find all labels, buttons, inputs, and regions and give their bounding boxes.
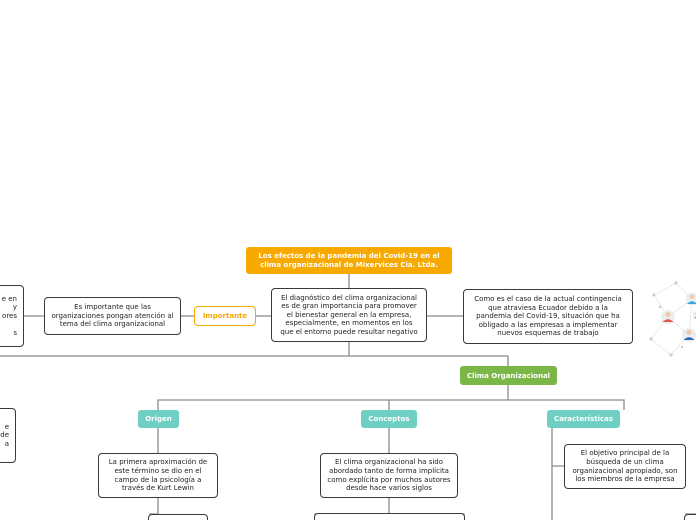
conceptos-node-text: El clima organizacional ha sido abordado… [327, 458, 451, 493]
origen-node[interactable]: La primera aproximación de este término … [98, 453, 218, 498]
right-node[interactable]: Como es el caso de la actual contingenci… [463, 289, 633, 344]
central-topic-label: Los efectos de la pandemia del Covid-19 … [258, 251, 440, 269]
clima-label: Clima Organizacional [466, 371, 551, 380]
caracteristicas-node-text: El objetivo principal de la búsqueda de … [572, 449, 678, 484]
clima-organizacional-tag[interactable]: Clima Organizacional [460, 366, 557, 385]
caracteristicas-tag[interactable]: Características [547, 410, 620, 428]
importante-node-text: Es importante que las organizaciones pon… [51, 303, 174, 329]
central-topic[interactable]: Los efectos de la pandemia del Covid-19 … [246, 247, 452, 274]
conceptos-node[interactable]: El clima organizacional ha sido abordado… [320, 453, 458, 498]
right-node-text: Como es el caso de la actual contingenci… [474, 295, 622, 338]
origen-tag[interactable]: Origen [138, 410, 179, 428]
importante-node[interactable]: Es importante que las organizaciones pon… [44, 297, 181, 335]
caracteristicas-node[interactable]: El objetivo principal de la búsqueda de … [564, 444, 686, 489]
importante-tag[interactable]: Importante [194, 306, 256, 326]
bottom-node-right[interactable] [684, 514, 696, 520]
origen-node-text: La primera aproximación de este término … [108, 458, 208, 493]
center-node-text: El diagnóstico del clima organizacional … [280, 293, 418, 336]
left-clipped-text: e en y ores s [1, 294, 17, 337]
importante-label: Importante [202, 312, 248, 320]
conceptos-label: Conceptos [368, 415, 410, 423]
conceptos-tag[interactable]: Conceptos [361, 410, 417, 428]
center-node[interactable]: El diagnóstico del clima organizacional … [271, 288, 427, 342]
caracteristicas-label: Características [553, 415, 614, 423]
origen-label: Origen [145, 415, 172, 423]
left-clipped-text-2: e de a [0, 422, 9, 448]
people-network-icon [649, 281, 696, 357]
bottom-node-conceptos[interactable] [314, 513, 465, 520]
left-clipped-node-2[interactable]: e de a [0, 408, 16, 463]
bottom-node-origen[interactable] [148, 514, 208, 520]
left-clipped-node[interactable]: e en y ores s [0, 285, 24, 347]
